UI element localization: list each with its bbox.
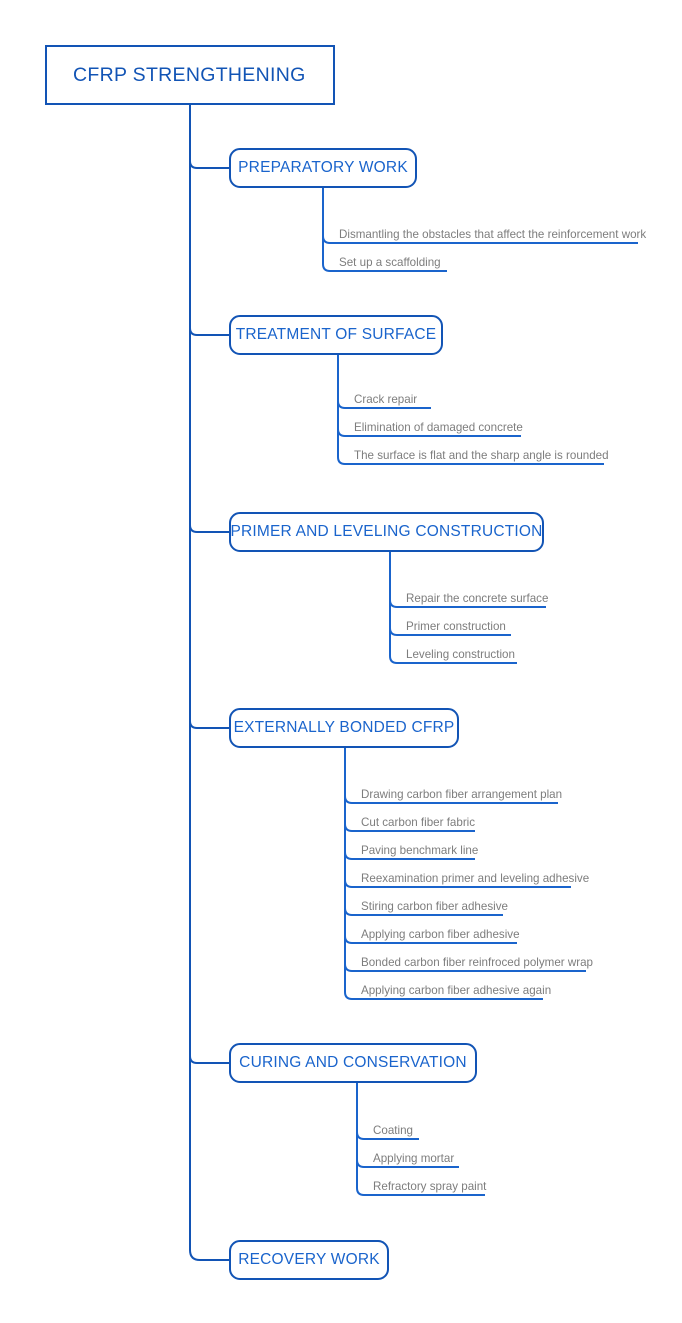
leaf-item[interactable]: Drawing carbon fiber arrangement plan — [357, 787, 564, 803]
leaf-item[interactable]: Cut carbon fiber fabric — [357, 815, 477, 831]
root-node-label: CFRP STRENGTHENING — [73, 63, 306, 86]
branch-node-label: RECOVERY WORK — [238, 1251, 380, 1268]
branch-node-3[interactable]: PRIMER AND LEVELING CONSTRUCTION — [229, 512, 544, 552]
leaf-item-label: Applying carbon fiber adhesive — [361, 928, 520, 941]
leaf-item-label: Primer construction — [406, 620, 506, 633]
leaf-item-label: Crack repair — [354, 393, 418, 406]
branch-node-label: TREATMENT OF SURFACE — [235, 326, 437, 343]
leaf-item-label: Bonded carbon fiber reinfroced polymer w… — [361, 956, 593, 969]
leaf-item-label: Dismantling the obstacles that affect th… — [339, 228, 647, 241]
branch-node-6[interactable]: RECOVERY WORK — [229, 1240, 389, 1280]
leaf-item-label: Set up a scaffolding — [339, 256, 441, 269]
leaf-item[interactable]: Stiring carbon fiber adhesive — [357, 899, 510, 915]
leaf-item[interactable]: Repair the concrete surface — [402, 591, 550, 607]
leaf-item-label: Stiring carbon fiber adhesive — [361, 900, 508, 913]
branch-node-label: PREPARATORY WORK — [238, 159, 408, 176]
leaf-item[interactable]: Primer construction — [402, 619, 508, 635]
leaf-item[interactable]: Refractory spray paint — [369, 1179, 488, 1195]
leaf-item-label: Elimination of damaged concrete — [354, 421, 523, 434]
branch-node-2[interactable]: TREATMENT OF SURFACE — [229, 315, 443, 355]
leaf-item-label: Applying carbon fiber adhesive again — [361, 984, 552, 997]
leaf-item[interactable]: Leveling construction — [402, 647, 517, 663]
branch-node-4[interactable]: EXTERNALLY BONDED CFRP — [229, 708, 459, 748]
leaf-item-label: Applying mortar — [373, 1152, 455, 1165]
leaf-item[interactable]: Elimination of damaged concrete — [350, 420, 525, 436]
leaf-item-label: Refractory spray paint — [373, 1180, 487, 1193]
leaf-item[interactable]: Bonded carbon fiber reinfroced polymer w… — [357, 955, 595, 971]
leaf-item[interactable]: Dismantling the obstacles that affect th… — [335, 227, 648, 243]
leaf-item[interactable]: Applying mortar — [369, 1151, 456, 1167]
leaf-item-label: Leveling construction — [406, 648, 515, 661]
leaf-item-label: Paving benchmark line — [361, 844, 479, 857]
leaf-item-label: Cut carbon fiber fabric — [361, 816, 476, 829]
leaf-item-label: Drawing carbon fiber arrangement plan — [361, 788, 563, 801]
leaf-item[interactable]: Reexamination primer and leveling adhesi… — [357, 871, 591, 887]
branch-node-label: PRIMER AND LEVELING CONSTRUCTION — [230, 523, 543, 540]
leaf-item-label: Repair the concrete surface — [406, 592, 549, 605]
branch-node-label: CURING AND CONSERVATION — [239, 1054, 467, 1071]
leaf-item[interactable]: Applying carbon fiber adhesive — [357, 927, 522, 943]
leaf-item-label: Coating — [373, 1124, 413, 1137]
leaf-item[interactable]: Coating — [369, 1123, 415, 1139]
branch-node-5[interactable]: CURING AND CONSERVATION — [229, 1043, 477, 1083]
leaf-item[interactable]: Paving benchmark line — [357, 843, 480, 859]
branch-node-1[interactable]: PREPARATORY WORK — [229, 148, 417, 188]
leaf-item-label: Reexamination primer and leveling adhesi… — [361, 872, 590, 885]
root-node[interactable]: CFRP STRENGTHENING — [45, 45, 335, 105]
leaf-item[interactable]: The surface is flat and the sharp angle … — [350, 448, 611, 464]
leaf-item-label: The surface is flat and the sharp angle … — [354, 449, 609, 462]
branch-node-label: EXTERNALLY BONDED CFRP — [233, 719, 455, 736]
leaf-item[interactable]: Applying carbon fiber adhesive again — [357, 983, 553, 999]
leaf-item[interactable]: Crack repair — [350, 392, 419, 408]
leaf-item[interactable]: Set up a scaffolding — [335, 255, 443, 271]
